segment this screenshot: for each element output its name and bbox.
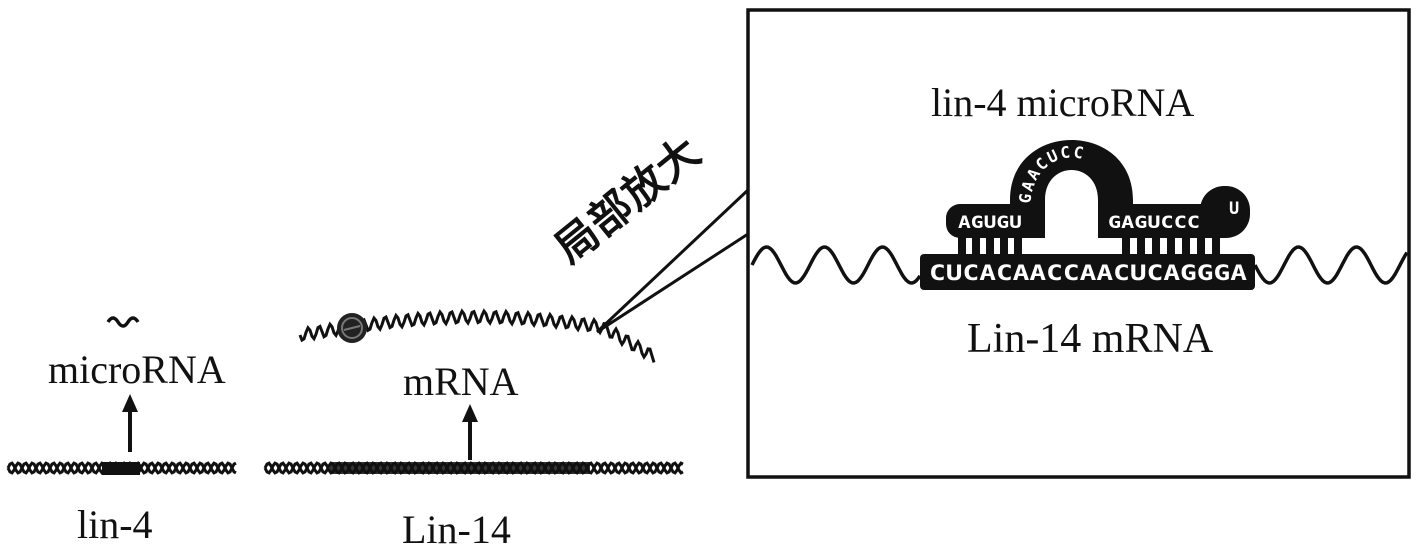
zoom-box: [746, 8, 1411, 479]
zoom-mrna-wave-right: [1253, 245, 1409, 285]
microrna-right-sequence: GAGUCCC: [1108, 213, 1200, 233]
base-pair-rung: [958, 236, 966, 256]
base-pair-rung: [1197, 236, 1205, 256]
base-pair-rungs: [958, 236, 1220, 256]
lin14-gene-label: Lin-14: [402, 507, 511, 552]
mrna-binding-segment: [920, 254, 1255, 290]
base-pair-rung: [1137, 236, 1145, 256]
zoom-mrna-wave-left: [750, 245, 922, 285]
base-pair-rung: [1122, 236, 1130, 256]
base-pair-rung: [1152, 236, 1160, 256]
base-pair-rung: [1167, 236, 1175, 256]
lin4-gene-label: lin-4: [77, 502, 153, 547]
mrna-label: mRNA: [403, 359, 519, 404]
base-pair-rung: [986, 236, 994, 256]
zoom-microrna-label: lin-4 microRNA: [931, 80, 1195, 125]
base-pair-rung: [1014, 236, 1022, 256]
microrna-squiggle: [106, 316, 140, 328]
zoom-callout-lines: [595, 188, 750, 334]
ribosome-icon: [337, 313, 367, 343]
microrna-tail-base: U: [1229, 199, 1239, 219]
mrna-sequence-text: CUCACAACCAACUCAGGGA: [929, 261, 1247, 285]
base-pair-rung: [972, 236, 980, 256]
base-pair-rung: [1000, 236, 1008, 256]
microrna-left-sequence: AGUGU: [958, 213, 1022, 233]
base-pair-rung: [1212, 236, 1220, 256]
arrow-head-lin14: [462, 404, 478, 422]
zoom-mrna-label: Lin-14 mRNA: [967, 316, 1214, 362]
microrna-hairpin: [946, 140, 1250, 238]
microrna-label: microRNA: [48, 347, 226, 392]
base-pair-rung: [1182, 236, 1190, 256]
lin14-gene-region: [330, 462, 590, 474]
lin4-gene-region: [102, 462, 140, 475]
arrow-head-lin4: [122, 394, 138, 412]
